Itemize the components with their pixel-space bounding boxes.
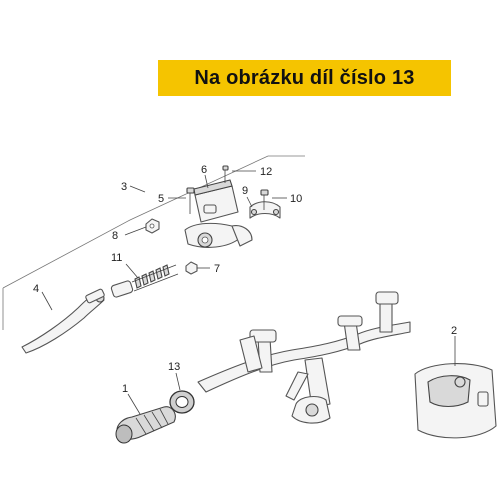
callout-9: 9 xyxy=(242,185,248,197)
brake-lever[interactable] xyxy=(21,288,105,354)
callout-5: 5 xyxy=(158,193,164,205)
callout-11: 11 xyxy=(111,252,122,264)
ring-13[interactable] xyxy=(169,390,195,414)
nut-8[interactable] xyxy=(145,218,160,234)
screw-10[interactable] xyxy=(260,189,269,210)
part-number-banner: Na obrázku díl číslo 13 xyxy=(158,60,451,96)
callout-3: 3 xyxy=(121,181,127,193)
callout-13: 13 xyxy=(168,361,180,373)
handlebar-clamp[interactable] xyxy=(249,201,281,219)
master-cylinder[interactable] xyxy=(184,179,253,248)
handlebar-frame xyxy=(197,291,411,424)
callout-leaders xyxy=(41,170,456,415)
handlebar-grip[interactable] xyxy=(115,406,176,444)
callout-12: 12 xyxy=(260,166,272,178)
switch-housing[interactable] xyxy=(414,363,497,439)
callout-6: 6 xyxy=(201,164,207,176)
callout-2: 2 xyxy=(451,325,457,337)
callout-labels: 1 2 3 4 5 6 7 8 9 10 11 12 13 xyxy=(33,164,457,395)
screw-5[interactable] xyxy=(186,187,195,214)
screw-12[interactable] xyxy=(222,165,229,183)
callout-7: 7 xyxy=(214,263,220,275)
callout-4: 4 xyxy=(33,283,39,295)
callout-1: 1 xyxy=(122,383,128,395)
nut-7[interactable] xyxy=(185,261,198,275)
piston-spring-set[interactable] xyxy=(110,264,179,298)
callout-10: 10 xyxy=(290,193,302,205)
callout-8: 8 xyxy=(112,230,118,242)
